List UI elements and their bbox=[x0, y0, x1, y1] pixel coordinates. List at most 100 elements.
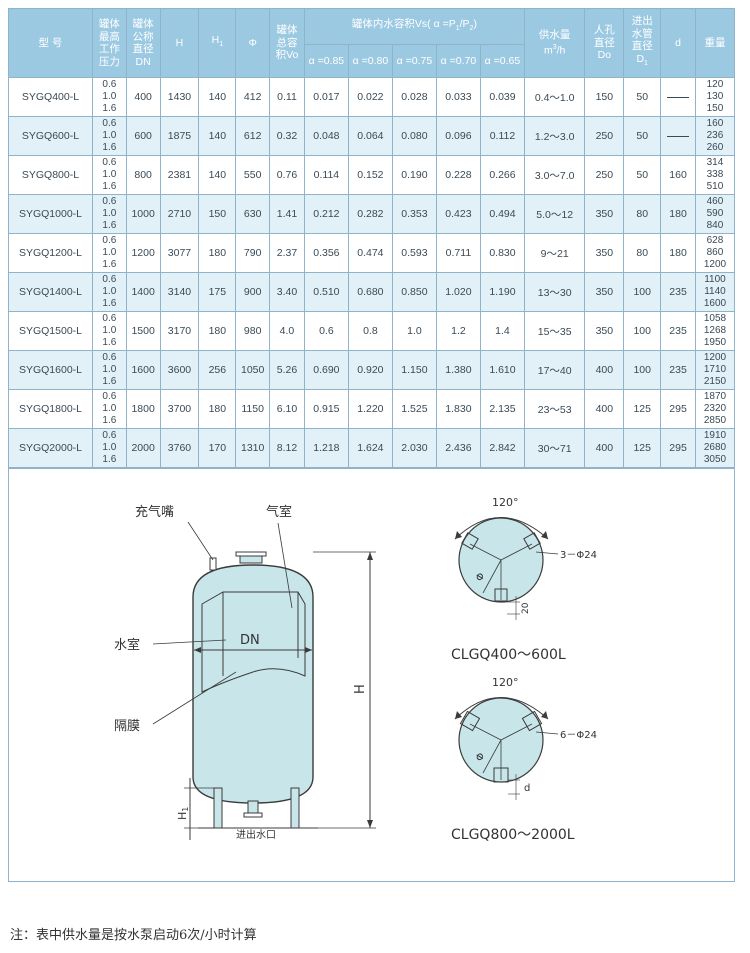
vo-cell: 1.41 bbox=[269, 194, 305, 234]
holes-label: 3－Φ24 bbox=[560, 550, 597, 561]
h1-cell: 140 bbox=[198, 77, 237, 117]
pipe-cell: 80 bbox=[623, 194, 662, 234]
vs-cell: 1.020 bbox=[435, 272, 481, 312]
model-cell: SYGQ1600-L bbox=[8, 350, 93, 390]
dn-cell: 400 bbox=[125, 77, 161, 117]
model-cell: SYGQ1200-L bbox=[8, 233, 93, 273]
h1-cell: 180 bbox=[198, 311, 237, 351]
phi-cell: 1050 bbox=[235, 350, 271, 390]
vs-cell: 0.048 bbox=[303, 116, 349, 156]
dn-cell: 1800 bbox=[125, 389, 161, 429]
nozzle-leader bbox=[187, 521, 214, 561]
header-alpha: α =0.70 bbox=[435, 44, 481, 78]
vo-cell: 0.76 bbox=[269, 155, 305, 195]
manhole-cell: 250 bbox=[584, 155, 625, 195]
model-cell: SYGQ600-L bbox=[8, 116, 93, 156]
leg-right bbox=[290, 787, 300, 829]
model-cell: SYGQ1000-L bbox=[8, 194, 93, 234]
vs-cell: 0.112 bbox=[479, 116, 525, 156]
vs-cell: 1.0 bbox=[391, 311, 437, 351]
flow-cell: 30～71 bbox=[523, 428, 586, 468]
flow-cell: 5.0～12 bbox=[523, 194, 586, 234]
dn-cell: 1500 bbox=[125, 311, 161, 351]
vs-cell: 0.920 bbox=[347, 350, 393, 390]
vs-cell: 0.228 bbox=[435, 155, 481, 195]
d-cell bbox=[660, 116, 696, 156]
header-alpha: α =0.85 bbox=[303, 44, 349, 78]
h1-cell: 170 bbox=[198, 428, 237, 468]
h-cell: 1430 bbox=[159, 77, 200, 117]
vs-cell: 2.436 bbox=[435, 428, 481, 468]
vo-cell: 0.32 bbox=[269, 116, 305, 156]
model-cell: SYGQ800-L bbox=[8, 155, 93, 195]
phi-cell: 790 bbox=[235, 233, 271, 273]
pipe-cell: 100 bbox=[623, 272, 662, 312]
drawing-frame bbox=[8, 468, 735, 882]
mount-hole bbox=[461, 532, 479, 550]
manhole-cell: 400 bbox=[584, 428, 625, 468]
dim-label: 20 bbox=[521, 602, 531, 614]
header-vs-group: 罐体内水容积Vs( α =P1/P2) bbox=[303, 8, 525, 45]
vs-cell: 1.218 bbox=[303, 428, 349, 468]
mount-hole bbox=[493, 767, 509, 783]
charging-nozzle bbox=[209, 557, 217, 571]
header-phi: Φ bbox=[235, 8, 271, 78]
vs-cell: 1.610 bbox=[479, 350, 525, 390]
vs-cell: 0.690 bbox=[303, 350, 349, 390]
vs-cell: 0.356 bbox=[303, 233, 349, 273]
manhole-cell: 400 bbox=[584, 389, 625, 429]
header-h1: H1 bbox=[198, 8, 237, 78]
header-alpha: α =0.80 bbox=[347, 44, 393, 78]
vs-cell: 0.680 bbox=[347, 272, 393, 312]
dn-cell: 1600 bbox=[125, 350, 161, 390]
d-cell: 295 bbox=[660, 389, 696, 429]
model-cell: SYGQ400-L bbox=[8, 77, 93, 117]
mount-hole bbox=[521, 710, 543, 732]
manhole-cell: 350 bbox=[584, 311, 625, 351]
d-cell: 235 bbox=[660, 272, 696, 312]
vs-cell: 1.380 bbox=[435, 350, 481, 390]
header-alpha: α =0.75 bbox=[391, 44, 437, 78]
model-cell: SYGQ2000-L bbox=[8, 428, 93, 468]
manhole-cell: 250 bbox=[584, 116, 625, 156]
tank-drawing: DN H H1 充气嘴 气室 水室 隔膜 进出水口 120° bbox=[8, 468, 735, 882]
outlet-flange bbox=[243, 812, 263, 818]
phi-cell: 612 bbox=[235, 116, 271, 156]
phi-cell: 550 bbox=[235, 155, 271, 195]
dn-cell: 600 bbox=[125, 116, 161, 156]
vs-cell: 0.423 bbox=[435, 194, 481, 234]
vs-cell: 0.510 bbox=[303, 272, 349, 312]
d-cell: 295 bbox=[660, 428, 696, 468]
h-cell: 3077 bbox=[159, 233, 200, 273]
h-cell: 3600 bbox=[159, 350, 200, 390]
charging-nozzle-label: 充气嘴 bbox=[135, 504, 174, 520]
flow-cell: 9～21 bbox=[523, 233, 586, 273]
h-cell: 3760 bbox=[159, 428, 200, 468]
h1-cell: 140 bbox=[198, 116, 237, 156]
vs-cell: 1.624 bbox=[347, 428, 393, 468]
pipe-cell: 50 bbox=[623, 116, 662, 156]
pipe-cell: 50 bbox=[623, 155, 662, 195]
air-chamber-label: 气室 bbox=[266, 504, 292, 520]
vs-cell: 0.850 bbox=[391, 272, 437, 312]
mount-hole bbox=[459, 710, 481, 732]
h1-label: H1 bbox=[176, 807, 190, 820]
h-cell: 2710 bbox=[159, 194, 200, 234]
manhole-cell: 350 bbox=[584, 233, 625, 273]
h-cell: 2381 bbox=[159, 155, 200, 195]
